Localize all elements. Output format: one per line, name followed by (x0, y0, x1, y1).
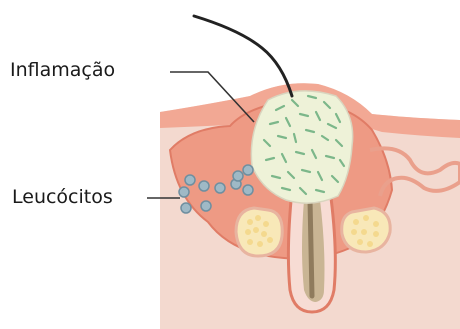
hair-strand (194, 16, 292, 96)
hair-shaft (310, 200, 312, 296)
sebaceous-gland-left (236, 208, 282, 256)
pore-plug (251, 91, 352, 203)
